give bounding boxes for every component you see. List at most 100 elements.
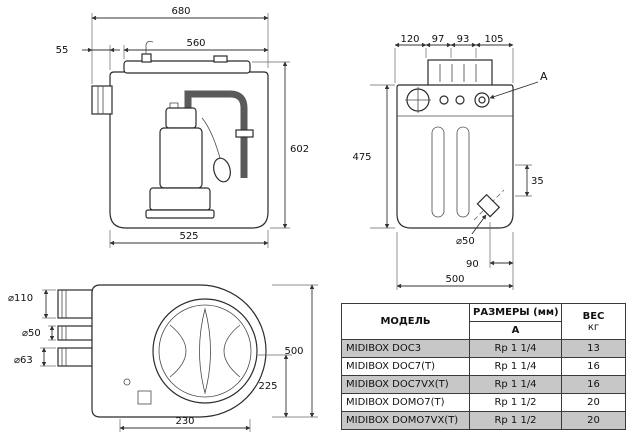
tank-side-outline (396, 59, 514, 229)
table-row: MIDIBOX DOC7VX(T) Rp 1 1/4 16 (341, 375, 626, 394)
header-weight-unit: кг (587, 321, 600, 333)
header-weight: ВЕС кг (561, 303, 626, 340)
dimension-a-cell: Rp 1 1/4 (469, 375, 562, 394)
dim-vent-diameter-label: ⌀50 (22, 328, 41, 339)
table-row: MIDIBOX DOC3 Rp 1 1/4 13 (341, 339, 626, 358)
junction-box (137, 390, 152, 405)
inlet-pipe-stub (57, 289, 93, 319)
weight-cell: 20 (561, 411, 626, 430)
dim-seg1-label: 120 (400, 34, 419, 45)
weight-cell: 13 (561, 339, 626, 358)
dim-drain-vertical: 35 (515, 164, 544, 197)
dim-drain-horizontal-label: 90 (466, 259, 479, 270)
dim-top-length-label: 500 (284, 346, 303, 357)
header-weight-label: ВЕС (582, 310, 605, 322)
pump-assembly (145, 90, 254, 219)
cable-gland (141, 53, 152, 63)
dim-total-width: 680 (91, 6, 269, 84)
dim-seg3-label: 93 (457, 34, 470, 45)
vent-collar (427, 59, 493, 87)
pump-body (159, 127, 203, 189)
rib-slot-1 (431, 126, 445, 218)
weight-cell: 16 (561, 357, 626, 376)
lid-circle-outer (152, 298, 258, 404)
dim-lid-offset: 225 (258, 354, 292, 418)
dim-side-width-label: 500 (445, 274, 464, 285)
lid-circle-inner (158, 304, 252, 398)
inlet-stub (91, 85, 113, 115)
table-header-row-1: МОДЕЛЬ РАЗМЕРЫ (мм) ВЕС кг (341, 303, 626, 340)
tank-lid (123, 60, 251, 74)
discharge-pipe (184, 90, 248, 178)
dimension-a-cell: Rp 1 1/4 (469, 357, 562, 376)
dim-seg4-label: 105 (484, 34, 503, 45)
table-row: MIDIBOX DOC7(T) Rp 1 1/4 16 (341, 357, 626, 376)
dim-lid-width-label: 560 (186, 38, 205, 49)
dim-total-height-label: 602 (290, 144, 309, 155)
front-view-drawing: 680 55 560 602 525 (56, 6, 309, 248)
table-row: MIDIBOX DOMO7(T) Rp 1 1/2 20 (341, 393, 626, 412)
pump-volute (149, 187, 211, 211)
dim-side-width: 500 (396, 232, 514, 290)
dim-lid-offset-label: 225 (258, 381, 277, 392)
vent-pipe-stub (57, 325, 93, 341)
dimension-a-cell: Rp 1 1/2 (469, 411, 562, 430)
dim-outlet-diameter: ⌀63 (14, 347, 56, 367)
pump-handle (169, 102, 179, 108)
dim-drain-horizontal: 90 (466, 222, 514, 290)
dim-total-height: 602 (252, 61, 309, 229)
dim-inlet-diameter-label: ⌀110 (8, 293, 33, 304)
lid-pattern (199, 307, 211, 395)
outlet-pipe-stub (57, 347, 93, 367)
header-model: МОДЕЛЬ (341, 303, 470, 340)
spec-table: МОДЕЛЬ РАЗМЕРЫ (мм) ВЕС кг A MIDIBOX DOC… (341, 303, 626, 430)
dim-drain-vertical-label: 35 (531, 176, 544, 187)
vent-cap (213, 55, 228, 63)
header-dimensions: РАЗМЕРЫ (мм) (469, 303, 562, 322)
pump-motor (165, 107, 197, 129)
connection-a-callout: A (489, 70, 548, 99)
dim-top-length: 500 (272, 284, 318, 418)
dim-vent-diameter: ⌀50 (22, 325, 56, 341)
dim-top-segments: 120 97 93 105 (394, 34, 514, 83)
dim-total-width-label: 680 (171, 6, 190, 17)
dimension-a-cell: Rp 1 1/2 (469, 393, 562, 412)
dim-lid-width: 560 (123, 38, 269, 59)
table-row: MIDIBOX DOMO7VX(T) Rp 1 1/2 20 (341, 411, 626, 430)
float-switch (213, 157, 231, 183)
dim-outlet-diameter-label: ⌀63 (14, 355, 33, 366)
rib-slot-2 (456, 126, 470, 218)
small-port-2 (455, 95, 465, 105)
model-cell: MIDIBOX DOC7VX(T) (341, 375, 470, 394)
table-header-row-2: A (342, 321, 626, 340)
dim-stub-offset: 55 (56, 45, 120, 70)
fixing-hole (123, 378, 131, 386)
dim-drain-diameter-label: ⌀50 (456, 236, 475, 247)
model-cell: MIDIBOX DOC3 (341, 339, 470, 358)
small-port-1 (439, 95, 449, 105)
top-view-drawing: ⌀110 ⌀50 ⌀63 500 225 (8, 284, 318, 432)
drain-spout (476, 193, 501, 218)
pipe-flange (235, 129, 254, 138)
model-cell: MIDIBOX DOMO7(T) (341, 393, 470, 412)
connection-a-label: A (540, 70, 548, 83)
pump-base-plate (145, 209, 215, 219)
model-cell: MIDIBOX DOMO7VX(T) (341, 411, 470, 430)
dim-inlet-diameter: ⌀110 (8, 289, 56, 319)
dimension-a-cell: Rp 1 1/4 (469, 339, 562, 358)
dim-drain-diameter: ⌀50 (456, 214, 487, 247)
dim-top-width: 230 (119, 416, 251, 432)
weight-cell: 16 (561, 375, 626, 394)
dim-side-height-label: 475 (352, 152, 371, 163)
header-dimension-a: A (469, 321, 562, 340)
dim-base-width: 525 (109, 230, 269, 248)
side-view-drawing: 120 97 93 105 A 475 35 ⌀50 (352, 34, 548, 290)
dim-top-width-label: 230 (175, 416, 194, 427)
tank-top-outline (57, 284, 267, 418)
weight-cell: 20 (561, 393, 626, 412)
drain-centerline (473, 189, 505, 221)
dim-base-width-label: 525 (179, 231, 198, 242)
float-cable (201, 117, 221, 159)
model-cell: MIDIBOX DOC7(T) (341, 357, 470, 376)
